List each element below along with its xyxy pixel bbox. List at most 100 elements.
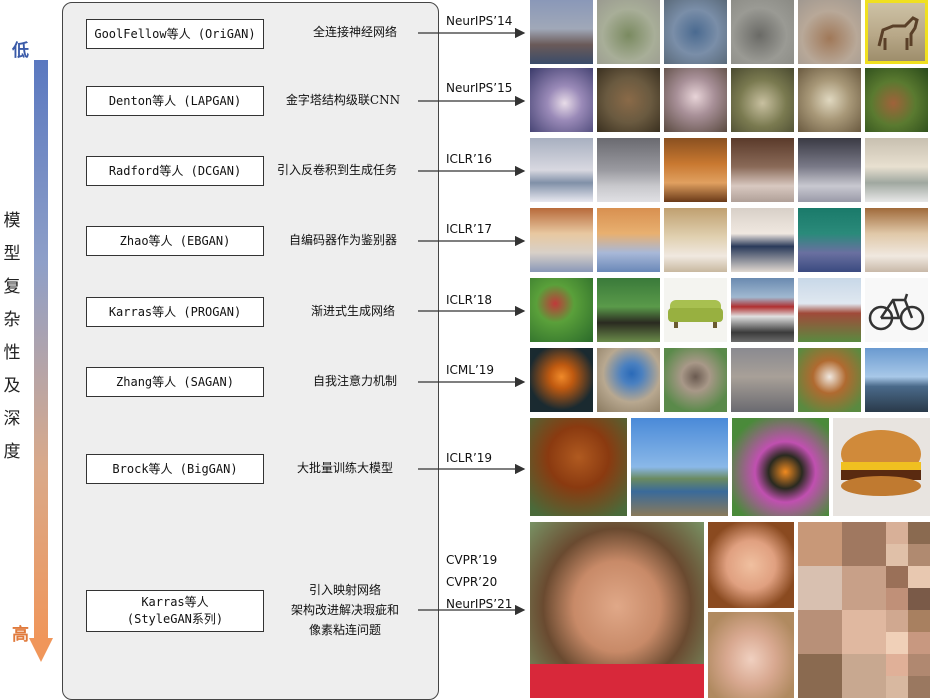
sample-image-bicycle [865,278,928,342]
venue-stylegan: CVPR’19 CVPR’20 NeurIPS’21 [446,549,512,615]
model-panel [62,2,439,700]
sample-image-bedroom11 [798,208,861,272]
sample-image-purple-blur [530,68,593,132]
sample-image-bedroom10 [731,208,794,272]
sample-image-bedroom2 [597,138,660,202]
venue-label: NeurIPS’21 [446,597,513,611]
sample-image-horse-rider [597,278,660,342]
model-box-biggan: Brock等人 (BigGAN) [86,454,264,484]
sample-image-horse [865,0,928,64]
complexity-gradient-bar [34,60,48,640]
sample-image-gray-blur [731,0,794,64]
sample-image-brown-blur [798,0,861,64]
burger-icon [841,430,921,496]
sample-image-green-blur2 [865,68,928,132]
model-box-sagan: Zhang等人 (SAGAN) [86,367,264,397]
model-box-stylegan: Karras等人 (StyleGAN系列) [86,590,264,632]
description-line: 引入映射网络 [308,583,381,597]
venue-ebgan: ICLR’17 [446,219,492,239]
sample-image-olive-blur [731,68,794,132]
venue-label: CVPR’19 [446,553,498,567]
model-box-ebgan: Zhao等人 (EBGAN) [86,226,264,256]
sample-image-dog [798,348,861,412]
description-line: 全连接神经网络 [312,25,397,39]
model-name: Karras等人 (PROGAN) [108,304,242,319]
sample-image-goldfish [530,348,593,412]
sample-image-sofa [664,278,727,342]
venue-label: ICLR’17 [446,222,493,236]
model-name: Zhang等人 (SAGAN) [116,374,234,389]
axis-title-char: 型 [3,244,21,264]
model-name: Zhao等人 (EBGAN) [119,233,231,248]
sample-image-bedroom3 [664,138,727,202]
description-line: 引入反卷积到生成任务 [276,163,397,177]
sample-image-bedroom8 [597,208,660,272]
venue-sagan: ICML’19 [446,360,494,380]
axis-title-char: 复 [3,277,21,297]
model-name: Brock等人 (BigGAN) [112,461,238,476]
venue-label: CVPR’20 [446,575,498,589]
sample-image-pink-blur [664,68,727,132]
description-line: 架构改进解决瑕疵和 [290,603,399,617]
model-name: Radford等人 (DCGAN) [108,163,242,178]
model-name: Karras等人 [141,595,209,609]
sample-image-face-woman [530,522,704,698]
sample-image-bird [664,348,727,412]
sample-image-bedroom12 [865,208,928,272]
venue-progan: ICLR’18 [446,290,492,310]
sample-image-butterfly [732,418,829,516]
bicycle-icon [868,293,925,331]
description-sagan: 自我注意力机制 [280,371,430,391]
description-ebgan: 自编码器作为鉴别器 [268,230,418,250]
model-name: (StyleGAN系列) [126,612,224,626]
sample-image-face-woman2 [708,612,794,698]
description-line: 自编码器作为鉴别器 [288,233,397,247]
sample-image-bedroom5 [798,138,861,202]
sample-image-bedroom4 [731,138,794,202]
model-box-lapgan: Denton等人 (LAPGAN) [86,86,264,116]
sample-image-blue-blur [664,0,727,64]
sample-image-cream-blur [798,68,861,132]
axis-high-label: 高 [12,625,29,645]
description-lapgan: 金字塔结构级联CNN [268,90,418,110]
model-box-origan: GoolFellow等人 (OriGAN) [86,19,264,49]
horse-icon [877,16,919,50]
venue-origan: NeurIPS’14 [446,11,512,31]
description-line: 金字塔结构级联CNN [285,93,401,107]
sofa-icon [668,300,723,328]
face-grid-icon [798,522,930,698]
venue-label: ICLR’19 [446,451,493,465]
description-line: 大批量训练大模型 [296,461,393,475]
sample-image-church [798,278,861,342]
sample-image-bedroom6 [865,138,928,202]
sample-image-brown-blur2 [597,68,660,132]
sample-image-bedroom9 [664,208,727,272]
complexity-arrow-head [29,638,53,662]
axis-title-char: 深 [3,409,21,429]
venue-dcgan: ICLR’16 [446,149,492,169]
sample-image-spaniel [530,418,627,516]
sample-image-landscape [865,348,928,412]
venue-label: ICLR’16 [446,152,493,166]
venue-label: ICML’19 [446,363,495,377]
venue-lapgan: NeurIPS’15 [446,78,512,98]
model-box-progan: Karras等人 (PROGAN) [86,297,264,327]
model-name: Denton等人 (LAPGAN) [108,93,242,108]
sample-image-cats [731,348,794,412]
description-stylegan: 引入映射网络 架构改进解决瑕疵和 像素粘连问题 [270,580,420,640]
sample-image-plant [530,278,593,342]
sample-image-burger [833,418,930,516]
venue-label: NeurIPS’14 [446,14,513,28]
sample-image-bus [731,278,794,342]
description-line: 渐进式生成网络 [310,304,395,318]
axis-low-label: 低 [12,41,29,61]
sample-image-bluebird [597,348,660,412]
axis-title-char: 杂 [3,310,21,330]
sample-image-face-child [708,522,794,608]
venue-label: NeurIPS’15 [446,81,513,95]
sample-image-sky-blur [530,0,593,64]
axis-title-char: 性 [3,343,21,363]
axis-title-char: 模 [3,211,21,231]
model-name: GoolFellow等人 (OriGAN) [94,26,256,41]
